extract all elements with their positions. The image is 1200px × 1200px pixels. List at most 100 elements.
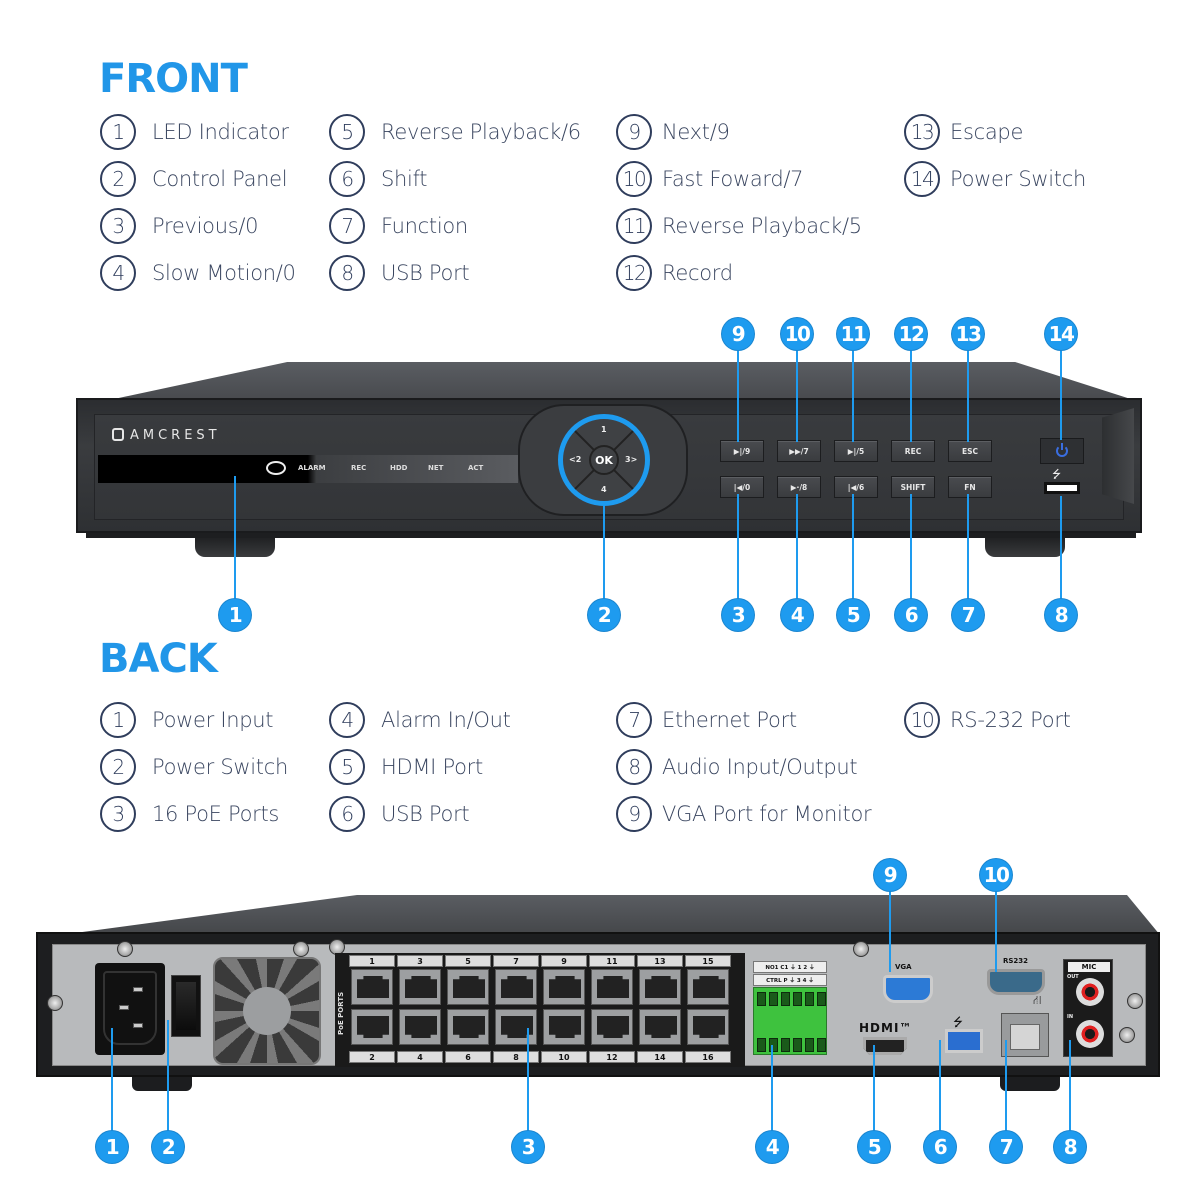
power-switch-button[interactable] [1040,438,1084,464]
reverse-playback-5-button[interactable]: ▶|/5 [834,440,878,462]
back-legend-item: 3 16 PoE Ports [100,795,279,833]
poe-port-8[interactable] [495,1009,537,1045]
hdmi-port[interactable] [863,1037,907,1055]
rj45-jack [549,976,581,998]
dpad-down[interactable]: 4 [601,485,607,494]
led-label-alarm: ALARM [298,464,326,472]
poe-port-15[interactable] [687,969,729,1005]
front-callout-5: 5 [837,599,869,631]
poe-port-11[interactable] [591,969,633,1005]
poe-port-12[interactable] [591,1009,633,1045]
legend-number: 5 [329,749,365,785]
slow-motion-button[interactable]: ▶·/8 [777,476,821,498]
front-usb-port[interactable] [1044,482,1080,494]
device-foot [985,535,1065,557]
poe-port-5[interactable] [447,969,489,1005]
fast-forward-button[interactable]: ▶▶/7 [777,440,821,462]
poe-port-6[interactable] [447,1009,489,1045]
usb-icon: ⭍ [953,1015,963,1029]
legend-number: 5 [329,114,365,150]
network-icon: ⛙ [1033,993,1042,1007]
callout-line [167,1020,169,1132]
poe-port-number: 4 [397,1051,443,1063]
front-callout-2: 2 [588,599,620,631]
poe-port-number: 7 [493,955,539,967]
poe-port-16[interactable] [687,1009,729,1045]
escape-button[interactable]: ESC [948,440,992,462]
poe-port-10[interactable] [543,1009,585,1045]
side-panel [1102,408,1134,504]
callout-line [234,476,236,602]
poe-port-1[interactable] [351,969,393,1005]
back-callout-2: 2 [152,1131,184,1163]
led-label-hdd: HDD [390,464,408,472]
rs232-port[interactable] [987,969,1045,995]
poe-port-number: 15 [685,955,731,967]
legend-number: 7 [329,208,365,244]
dpad-up[interactable]: 1 [601,425,607,434]
shift-button[interactable]: SHIFT [891,476,935,498]
power-rocker-switch[interactable] [171,975,201,1037]
legend-number: 7 [616,702,652,738]
legend-label: Function [381,214,468,238]
vga-port[interactable] [883,975,933,1003]
rj45-jack [645,1016,677,1038]
callout-line [910,494,912,602]
legend-label: 16 PoE Ports [152,802,280,826]
next-button[interactable]: ▶|/9 [720,440,764,462]
legend-label: Power Input [152,708,274,732]
callout-line [1060,496,1062,602]
dpad-ok-button[interactable]: OK [589,445,619,475]
poe-port-13[interactable] [639,969,681,1005]
legend-label: LED Indicator [152,120,289,144]
poe-port-9[interactable] [543,969,585,1005]
control-panel-dpad[interactable]: 1 <2 3> 4 OK [558,414,650,506]
record-button[interactable]: REC [891,440,935,462]
power-input-socket[interactable] [95,963,165,1055]
poe-port-4[interactable] [399,1009,441,1045]
reverse-playback-6-button[interactable]: |◀/6 [834,476,878,498]
callout-line [852,494,854,602]
back-usb-port[interactable] [945,1029,983,1053]
legend-number: 2 [100,161,136,197]
audio-input-jack[interactable] [1076,1020,1104,1048]
callout-line [939,1040,941,1132]
legend-number: 3 [100,796,136,832]
dpad-right[interactable]: 3> [625,455,638,464]
callout-line [873,1045,875,1132]
ethernet-port[interactable] [1001,1013,1049,1057]
callout-line [1069,1040,1071,1132]
legend-label: Next/9 [662,120,730,144]
poe-ports-label: PoE PORTS [337,991,345,1035]
alarm-terminal-block[interactable] [753,987,827,1055]
poe-port-3[interactable] [399,969,441,1005]
poe-port-number: 16 [685,1051,731,1063]
legend-label: Control Panel [152,167,288,191]
legend-number: 1 [100,114,136,150]
legend-label: USB Port [381,261,470,285]
rj45-jack [693,976,725,998]
rj45-jack [597,1016,629,1038]
poe-port-number: 3 [397,955,443,967]
callout-line [603,505,605,602]
callout-line [527,1028,529,1132]
alarm-pin [793,992,802,1006]
poe-port-7[interactable] [495,969,537,1005]
alarm-pin [757,992,766,1006]
audio-output-jack[interactable] [1076,978,1104,1006]
poe-port-2[interactable] [351,1009,393,1045]
dpad-left[interactable]: <2 [569,455,582,464]
hdmi-logo: HDMI™ [859,1021,913,1035]
poe-port-14[interactable] [639,1009,681,1045]
power-input-frame [103,971,157,1045]
power-icon [1056,443,1068,457]
front-legend-item: 2 Control Panel [100,160,288,198]
previous-button[interactable]: |◀/0 [720,476,764,498]
function-button[interactable]: FN [948,476,992,498]
rj45-jack [405,976,437,998]
